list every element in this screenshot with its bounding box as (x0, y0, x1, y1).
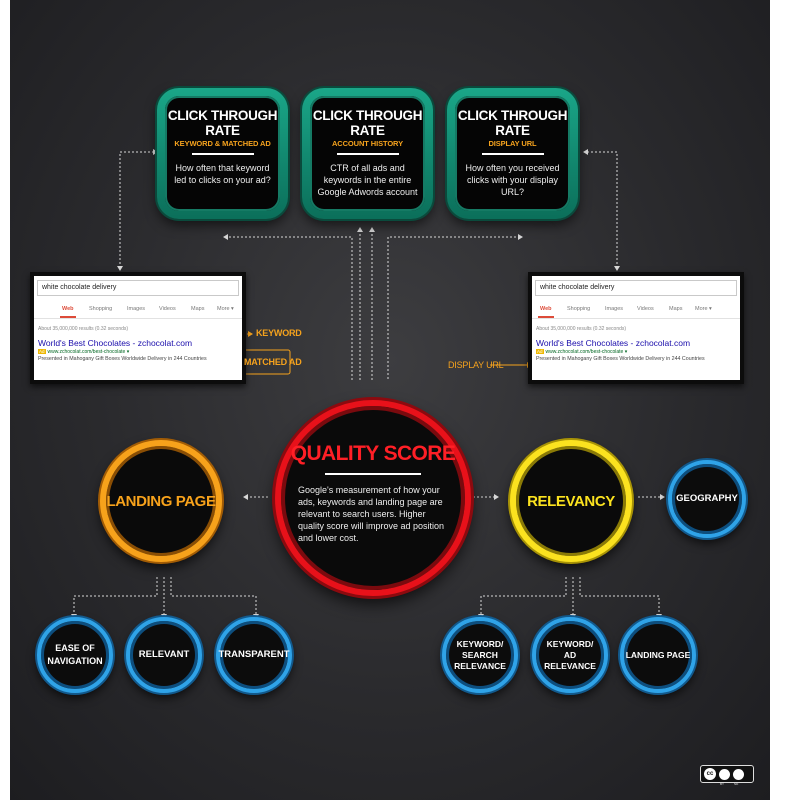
serp-search-box: white chocolate delivery (535, 280, 737, 296)
ctr-display-url-subtitle: DISPLAY URL (488, 139, 537, 148)
creative-commons-badge: cc BY ND (700, 765, 754, 786)
divider (481, 153, 544, 155)
landing-page-circle: LANDING PAGE (100, 440, 222, 562)
serp-tab-shopping: Shopping (567, 306, 591, 312)
serp-tab-images: Images (127, 306, 146, 312)
serp-ad-url-text: www.zchocolat.com/best-chocolate ▾ (47, 349, 130, 355)
keyword-ad-relevance-circle: KEYWORD/ AD RELEVANCE (532, 617, 608, 693)
serp-ad-title: World's Best Chocolates - zchocolat.com (38, 338, 193, 348)
serp-tab-web: Web (538, 306, 553, 318)
serp-tab-images: Images (605, 306, 624, 312)
divider (325, 473, 421, 475)
serp-screenshot-left: white chocolate delivery Web Shopping Im… (30, 272, 246, 384)
quality-score-circle: QUALITY SCORE Google's measurement of ho… (275, 400, 471, 596)
relevancy-landing-page-label: LANDING PAGE (625, 650, 691, 660)
serp-ad-url-text: www.zchocolat.com/best-chocolate ▾ (545, 349, 628, 355)
serp-search-box: white chocolate delivery (37, 280, 239, 296)
no-derivatives-icon: ND (733, 768, 744, 786)
serp-tabs: Web Shopping Images Videos Maps More ▾ (532, 296, 740, 319)
divider (191, 153, 254, 155)
transparent-circle: TRANSPARENT (216, 617, 292, 693)
serp-result-count: About 35,000,000 results (0.32 seconds) (536, 326, 627, 332)
keyword-search-relevance-circle: KEYWORD/ SEARCH RELEVANCE (442, 617, 518, 693)
ctr-display-url-title: CLICK THROUGH RATE (457, 108, 568, 138)
by-label: BY (720, 781, 725, 786)
serp-ad-title: World's Best Chocolates - zchocolat.com (536, 338, 691, 348)
attribution-icon: BY (719, 768, 730, 786)
ctr-keyword-title: CLICK THROUGH RATE (167, 108, 278, 138)
ctr-keyword-box: CLICK THROUGH RATE KEYWORD & MATCHED AD … (157, 88, 288, 219)
nd-label: ND (734, 781, 739, 786)
ctr-account-box: CLICK THROUGH RATE ACCOUNT HISTORY CTR o… (302, 88, 433, 219)
relevancy-landing-page-circle: LANDING PAGE (620, 617, 696, 693)
ctr-account-desc: CTR of all ads and keywords in the entir… (317, 163, 418, 197)
serp-tab-more: More ▾ (217, 306, 234, 312)
quality-score-title: QUALITY SCORE (290, 442, 456, 465)
cc-icon: cc (704, 768, 716, 780)
relevant-label: RELEVANT (138, 649, 190, 660)
serp-tab-maps: Maps (669, 306, 683, 312)
serp-tab-maps: Maps (191, 306, 205, 312)
serp-tabs: Web Shopping Images Videos Maps More ▾ (34, 296, 242, 319)
relevancy-title: RELEVANCY (527, 492, 615, 510)
ctr-display-url-box: CLICK THROUGH RATE DISPLAY URL How often… (447, 88, 578, 219)
relevant-circle: RELEVANT (126, 617, 202, 693)
matched-ad-label: MATCHED AD (244, 357, 302, 367)
divider (336, 153, 399, 155)
ease-of-navigation-circle: EASE OF NAVIGATION (37, 617, 113, 693)
serp-result-count: About 35,000,000 results (0.32 seconds) (38, 326, 129, 332)
serp-tab-shopping: Shopping (89, 306, 113, 312)
serp-ad-tag: Ad (38, 349, 46, 354)
ctr-keyword-subtitle: KEYWORD & MATCHED AD (174, 139, 271, 148)
relevancy-circle: RELEVANCY (510, 440, 632, 562)
landing-page-title: LANDING PAGE (106, 492, 216, 510)
ctr-account-subtitle: ACCOUNT HISTORY (331, 139, 403, 148)
ctr-keyword-desc: How often that keyword led to clicks on … (174, 163, 271, 185)
display-url-label: DISPLAY URL (448, 360, 504, 370)
serp-tab-videos: Videos (159, 306, 176, 312)
serp-tab-more: More ▾ (695, 306, 712, 312)
serp-ad-desc: Presented in Mahogany Gift Boxes Worldwi… (38, 356, 207, 362)
geography-circle: GEOGRAPHY (668, 460, 746, 538)
keyword-label: KEYWORD (256, 328, 302, 338)
serp-tab-web: Web (60, 306, 75, 318)
keyword-ad-relevance-label: KEYWORD/ AD RELEVANCE (544, 638, 596, 671)
transparent-label: TRANSPARENT (218, 649, 290, 660)
ctr-display-url-desc: How often you received clicks with your … (465, 163, 560, 197)
ease-of-navigation-label: EASE OF NAVIGATION (47, 643, 103, 666)
keyword-search-relevance-label: KEYWORD/ SEARCH RELEVANCE (454, 638, 506, 671)
serp-ad-desc: Presented in Mahogany Gift Boxes Worldwi… (536, 356, 705, 362)
serp-tab-videos: Videos (637, 306, 654, 312)
serp-screenshot-right: white chocolate delivery Web Shopping Im… (528, 272, 744, 384)
quality-score-desc: Google's measurement of how your ads, ke… (298, 485, 445, 543)
serp-ad-tag: Ad (536, 349, 544, 354)
ctr-account-title: CLICK THROUGH RATE (312, 108, 423, 138)
geography-label: GEOGRAPHY (676, 493, 738, 504)
